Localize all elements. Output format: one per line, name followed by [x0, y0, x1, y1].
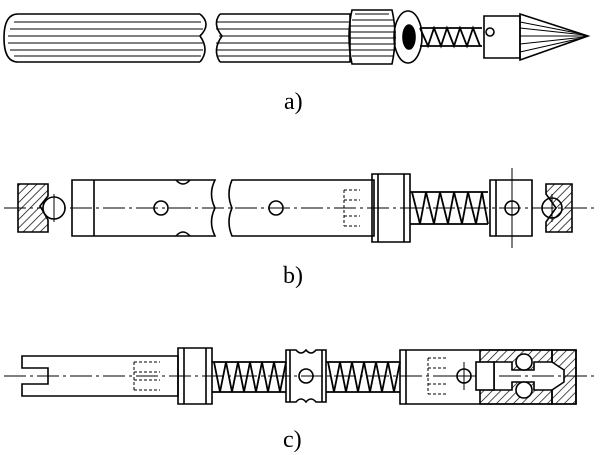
variant-c-drawing — [4, 347, 598, 405]
variant-b-drawing — [4, 168, 598, 248]
tube-right — [228, 179, 375, 237]
conical-point — [483, 12, 591, 62]
fluted-rod-left — [3, 13, 207, 63]
fluted-rod-right — [215, 13, 351, 63]
collar-b — [371, 173, 411, 243]
coil-spring-c2 — [326, 361, 401, 393]
caption-c: c) — [283, 427, 302, 453]
v-block-left — [17, 183, 66, 233]
v-block-right — [541, 183, 573, 233]
middle-nut — [285, 348, 327, 404]
knurled-collar — [348, 9, 423, 65]
variant-a-drawing — [3, 9, 591, 65]
collar-c1 — [177, 347, 213, 405]
locking-head — [399, 349, 577, 405]
caption-a: a) — [284, 89, 303, 115]
coil-spring-c1 — [212, 361, 287, 393]
coil-spring-b — [410, 191, 489, 225]
head-b — [489, 168, 533, 248]
caption-b: b) — [283, 263, 303, 289]
coil-spring-a — [419, 25, 482, 49]
tube-left — [71, 179, 217, 237]
